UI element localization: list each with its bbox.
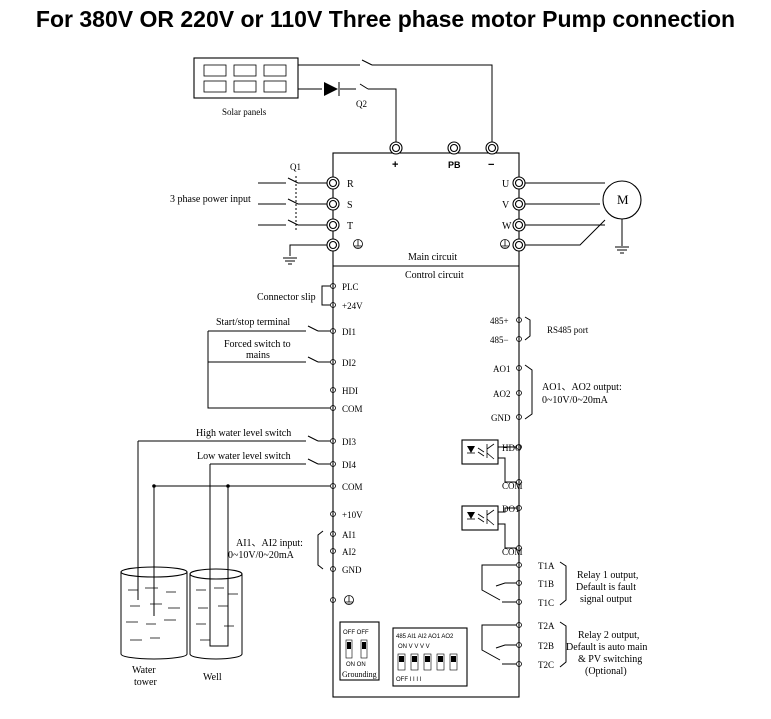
- relay2-label-1: Relay 2 output,: [578, 630, 639, 641]
- terminal-485n: 485−: [490, 335, 509, 345]
- relay2-label-4: (Optional): [585, 666, 627, 677]
- terminal-t2a: T2A: [538, 621, 555, 631]
- terminal-com-2: COM: [342, 482, 363, 492]
- terminal-ao1: AO1: [493, 364, 511, 374]
- terminal-t1a: T1A: [538, 561, 555, 571]
- dip-on-on-label: ON ON: [346, 662, 366, 668]
- forced-switch-label-2: mains: [246, 350, 270, 361]
- ground-icon: [353, 239, 363, 249]
- plus-label: +: [392, 159, 398, 171]
- terminal-hdo: HDO: [502, 443, 522, 453]
- terminal-com-hdo: COM: [502, 481, 523, 491]
- terminal-t2b: T2B: [538, 641, 554, 651]
- relay1-label-2: Default is fault: [576, 582, 636, 593]
- terminal-485p: 485+: [490, 316, 509, 326]
- terminal-hdi: HDI: [342, 386, 358, 396]
- ai-input-label-2: 0~10V/0~20mA: [228, 550, 295, 561]
- terminal-v: V: [502, 200, 510, 211]
- earth-right-icon: [615, 246, 629, 254]
- dip-off-row-label: OFF I I I I: [396, 677, 422, 683]
- relay1-label-1: Relay 1 output,: [577, 570, 638, 581]
- terminal-t1c: T1C: [538, 598, 554, 608]
- terminal-ai1: AI1: [342, 530, 356, 540]
- terminal-u: U: [502, 179, 510, 190]
- terminal-24v: +24V: [342, 301, 363, 311]
- relay2-label-3: & PV switching: [578, 654, 642, 665]
- q1-label: Q1: [290, 162, 301, 172]
- motor-label: M: [617, 192, 629, 207]
- terminal-t: T: [347, 221, 353, 232]
- terminal-com-do1: COM: [502, 547, 523, 557]
- terminal-s: S: [347, 200, 353, 211]
- dip-header-label: 485 AI1 AI2 AO1 AO2: [396, 634, 454, 640]
- solar-panels: [193, 57, 299, 99]
- relay2-label-2: Default is auto main: [566, 642, 647, 653]
- terminal-di2: DI2: [342, 358, 356, 368]
- control-circuit-label: Control circuit: [405, 270, 464, 281]
- signal-dip-switch[interactable]: [392, 627, 468, 687]
- terminal-r: R: [347, 179, 354, 190]
- grounding-label: Grounding: [342, 670, 377, 679]
- main-circuit-label: Main circuit: [408, 252, 457, 263]
- dip-on-row-label: ON V V V V: [398, 644, 430, 650]
- terminal-com: COM: [342, 404, 363, 414]
- power-input-label: 3 phase power input: [170, 194, 251, 205]
- control-terminals-left: [330, 283, 336, 603]
- water-tower-label-1: Water: [132, 665, 156, 676]
- forced-switch-label-1: Forced switch to: [224, 339, 291, 350]
- terminal-di4: DI4: [342, 460, 356, 470]
- diagram-title: For 380V OR 220V or 110V Three phase mot…: [35, 6, 736, 32]
- rs485-port-label: RS485 port: [547, 325, 589, 335]
- water-tower-label-2: tower: [134, 677, 157, 688]
- drive-outline: [332, 152, 520, 698]
- connector-slip-label: Connector slip: [257, 292, 316, 303]
- optocoupler-do1-icon: [461, 505, 499, 531]
- terminal-di1: DI1: [342, 327, 356, 337]
- terminal-ao2: AO2: [493, 389, 511, 399]
- terminal-plc: PLC: [342, 282, 359, 292]
- start-stop-label: Start/stop terminal: [216, 317, 290, 328]
- well-label: Well: [203, 672, 222, 683]
- terminal-10v: +10V: [342, 510, 363, 520]
- well-tank: [189, 568, 243, 660]
- ground-icon: [500, 239, 510, 249]
- terminal-do1: DO1: [502, 504, 520, 514]
- earth-left-icon: [283, 257, 297, 265]
- ao-output-label-1: AO1、AO2 output:: [542, 382, 622, 393]
- terminal-ai2: AI2: [342, 547, 356, 557]
- high-water-label: High water level switch: [196, 428, 291, 439]
- control-terminals-right: [516, 317, 522, 667]
- relay1-label-3: signal output: [580, 594, 632, 605]
- terminal-gnd: GND: [342, 565, 362, 575]
- terminal-gnd-right: GND: [491, 413, 511, 423]
- grounding-dip-switch[interactable]: [339, 621, 380, 681]
- q2-label: Q2: [356, 99, 367, 109]
- terminal-di3: DI3: [342, 437, 356, 447]
- terminal-w: W: [502, 221, 512, 232]
- dip-off-off-label: OFF OFF: [343, 630, 369, 636]
- ground-icon: [344, 595, 354, 605]
- minus-label: −: [488, 159, 494, 171]
- solar-panels-label: Solar panels: [222, 107, 267, 117]
- pb-label: PB: [448, 160, 461, 170]
- terminal-t2c: T2C: [538, 660, 554, 670]
- ai-input-label-1: AI1、AI2 input:: [236, 538, 303, 549]
- terminal-t1b: T1B: [538, 579, 554, 589]
- ao-output-label-2: 0~10V/0~20mA: [542, 395, 609, 406]
- low-water-label: Low water level switch: [197, 451, 291, 462]
- diode-icon: [324, 82, 340, 96]
- optocoupler-hdo-icon: [461, 439, 499, 465]
